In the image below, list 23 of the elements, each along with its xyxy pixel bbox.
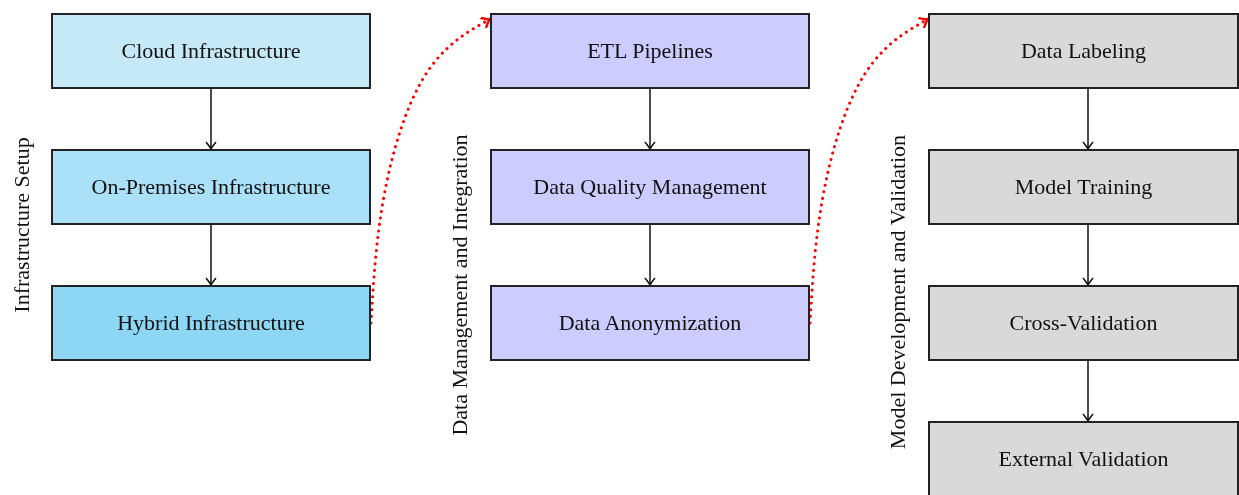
box-label: ETL Pipelines [587,38,713,64]
process-box [928,149,1239,225]
process-box [928,421,1239,495]
section-title: Data Management and Integration [447,134,473,436]
box-label: Data Quality Management [533,174,767,200]
process-box [490,149,810,225]
process-box [51,285,371,361]
process-box [51,149,371,225]
box-label: Model Training [1014,174,1153,200]
box-label: Cloud Infrastructure [121,38,301,64]
process-box [51,13,371,89]
box-label: External Validation [998,446,1169,472]
box-label: Hybrid Infrastructure [117,310,305,336]
box-label: Data Anonymization [558,310,742,336]
process-box [490,285,810,361]
section-title: Infrastructure Setup [9,137,35,313]
section-title: Model Development and Validation [885,134,911,450]
box-label: Data Labeling [1020,38,1147,64]
process-box [928,13,1239,89]
process-box [490,13,810,89]
process-box [928,285,1239,361]
box-label: Cross-Validation [1009,310,1158,336]
box-label: On-Premises Infrastructure [91,174,331,200]
